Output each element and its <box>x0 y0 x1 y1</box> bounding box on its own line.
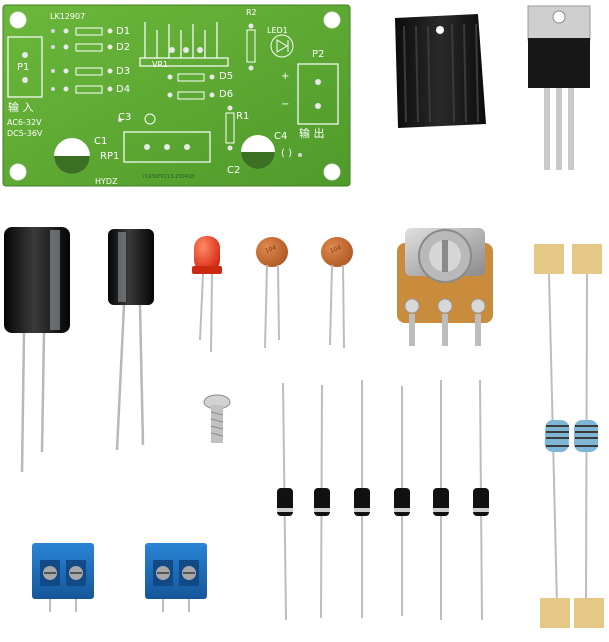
screw <box>203 394 231 443</box>
c3-footprint <box>144 113 156 125</box>
label-d4: D4 <box>116 84 131 95</box>
label-c3: C3 <box>118 112 132 123</box>
board-model-label: LK12907 <box>50 12 86 21</box>
label-paren: ( ) <box>281 148 292 159</box>
input-label: 输 入 <box>8 101 34 114</box>
led-component <box>192 236 222 353</box>
label-vr1: VR1 <box>152 60 169 69</box>
label-c4: C4 <box>274 131 288 142</box>
voltage-regulator <box>527 5 591 170</box>
label-d6: D6 <box>219 89 234 100</box>
diode-3 <box>354 380 370 618</box>
output-label: 输 出 <box>299 127 325 140</box>
r2-footprint <box>246 29 256 63</box>
label-r1: R1 <box>236 111 250 122</box>
board-part-code: 71936FP213-23041B <box>142 174 195 180</box>
label-plus: + <box>281 71 290 82</box>
resistor-1 <box>534 244 570 628</box>
electrolytic-capacitor-2 <box>108 229 154 451</box>
label-p1: P1 <box>17 62 30 73</box>
label-r2: R2 <box>246 8 257 17</box>
ceramic-capacitor-2 <box>321 237 353 349</box>
label-d3: D3 <box>116 66 131 77</box>
input-spec-dc: DC5-36V <box>7 129 43 138</box>
r1-footprint <box>225 112 235 144</box>
vr1-footprint <box>139 22 229 67</box>
input-spec-ac: AC6-32V <box>7 118 42 127</box>
heatsink-hole <box>436 26 444 34</box>
diode-1 <box>277 382 293 621</box>
terminal-block-1 <box>32 543 94 612</box>
electrolytic-capacitor-1 <box>4 227 70 473</box>
label-rp1: RP1 <box>100 151 120 162</box>
rp1-footprint <box>123 131 211 163</box>
diode-footprints-left <box>75 27 103 94</box>
p2-outline <box>297 63 339 125</box>
label-c2: C2 <box>227 165 241 176</box>
mounting-hole <box>323 11 341 29</box>
p1-outline <box>7 36 43 98</box>
diode-4 <box>394 386 410 616</box>
mounting-hole <box>323 163 341 181</box>
mounting-hole <box>9 163 27 181</box>
label-p2: P2 <box>312 49 325 60</box>
heatsink <box>395 14 486 128</box>
resistor-2 <box>572 244 604 628</box>
label-c1: C1 <box>94 136 108 147</box>
mounting-hole <box>9 11 27 29</box>
terminal-block-2 <box>145 543 207 612</box>
label-minus: − <box>281 99 290 110</box>
label-d2: D2 <box>116 42 131 53</box>
label-d5: D5 <box>219 71 234 82</box>
potentiometer <box>397 228 493 346</box>
ceramic-capacitor-1 <box>256 237 288 349</box>
diode-2 <box>314 384 330 619</box>
label-d1: D1 <box>116 26 131 37</box>
label-led1: LED1 <box>267 26 288 35</box>
pcb-board <box>2 4 351 187</box>
diode-6 <box>473 379 489 621</box>
diode-5 <box>433 380 449 620</box>
led-footprint <box>270 34 294 58</box>
label-hydz: HYDZ <box>95 177 118 186</box>
potentiometer-label: B10K <box>431 205 464 218</box>
